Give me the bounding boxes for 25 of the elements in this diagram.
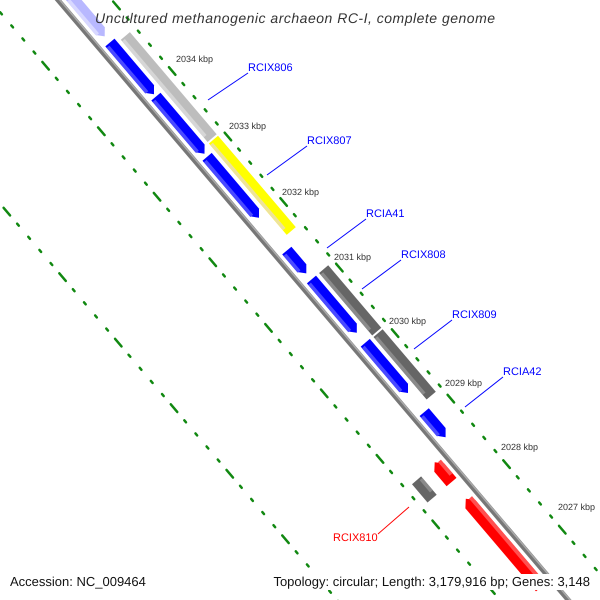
gene-label: RCIX806 [248,62,293,75]
gene-label: RCIX808 [401,249,446,262]
footer-text: Topology: circular; Length: 3,179,916 bp; Genes: 3,148 [271,574,592,590]
gene-label: RCIA42 [503,366,542,379]
scale-label: 2033 kbp [229,121,266,132]
leader-line [464,376,504,408]
scale-label: 2032 kbp [282,187,320,198]
scale-label: 2029 kbp [445,378,482,389]
scale-label: 2028 kbp [501,442,538,453]
scale-label: 2034 kbp [176,54,214,65]
gene-label: RCIX807 [307,135,352,148]
leader-line [362,260,402,290]
leader-line [378,506,410,534]
scale-label: 2030 kbp [389,316,426,327]
gene-label: RCIX810 [333,532,378,545]
map-title: Uncultured methanogenic archaeon RC-I, complete genome [95,9,496,28]
scale-label: 2031 kbp [334,252,372,263]
leader-line [326,218,366,248]
scale-label: 2027 kbp [558,502,596,513]
gene-label: RCIX809 [452,309,497,322]
gene-label: RCIA41 [366,208,405,221]
leader-line [266,146,308,176]
leader-line [208,72,248,100]
leader-line [414,320,452,350]
footer-text: Accession: NC_009464 [8,574,148,590]
